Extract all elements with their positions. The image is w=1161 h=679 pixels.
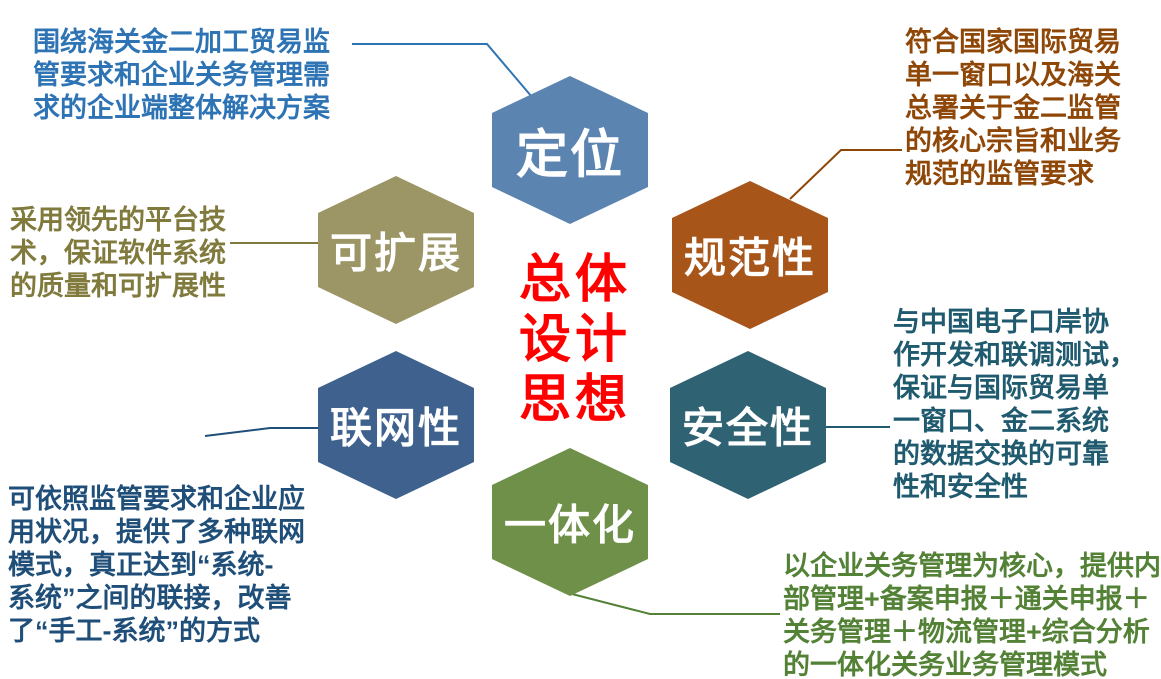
networking-desc: 可依照监管要求和企业应 用状况，提供了多种联网 模式，真正达到“系统- 系统”之… [8,484,305,646]
connector-positioning [352,43,533,98]
center-title: 总体 设计 思想 [518,251,632,429]
hexagon-security [670,351,826,499]
hexagon-label-networking: 联网性 [329,404,463,452]
hexagon-networking [318,351,474,499]
integration-desc: 以企业关务管理为核心，提供内 部管理+备案申报＋通关申报＋ 关务管理＋物流管理+… [783,551,1161,679]
hexagon-standardization [672,181,828,329]
hexagon-label-integration: 一体化 [503,501,637,549]
standardization-desc: 符合国家国际贸易 单一窗口以及海关 总署关于金二监管 的核心宗旨和业务 规范的监… [905,27,1121,189]
hexagon-label-positioning: 定位 [515,126,625,185]
hexagon-label-standardization: 规范性 [683,234,817,282]
connector-standardization [789,149,902,200]
hexagon-label-scalability: 可扩展 [329,229,463,277]
security-desc: 与中国电子口岸协 作开发和联调测试， 保证与国际贸易单 一窗口、金二系统 的数据… [893,307,1136,502]
connector-integration [571,593,780,615]
hexagon-integration [492,448,648,596]
positioning-desc: 围绕海关金二加工贸易监 管要求和企业关务管理需 求的企业端整体解决方案 [33,27,330,123]
scalability-desc: 采用领先的平台技 术，保证软件系统 的质量和可扩展性 [10,205,226,301]
hexagon-label-security: 安全性 [681,404,815,452]
hexagon-scalability [318,176,474,324]
connector-networking [204,427,318,437]
hexagon-positioning [492,76,648,224]
